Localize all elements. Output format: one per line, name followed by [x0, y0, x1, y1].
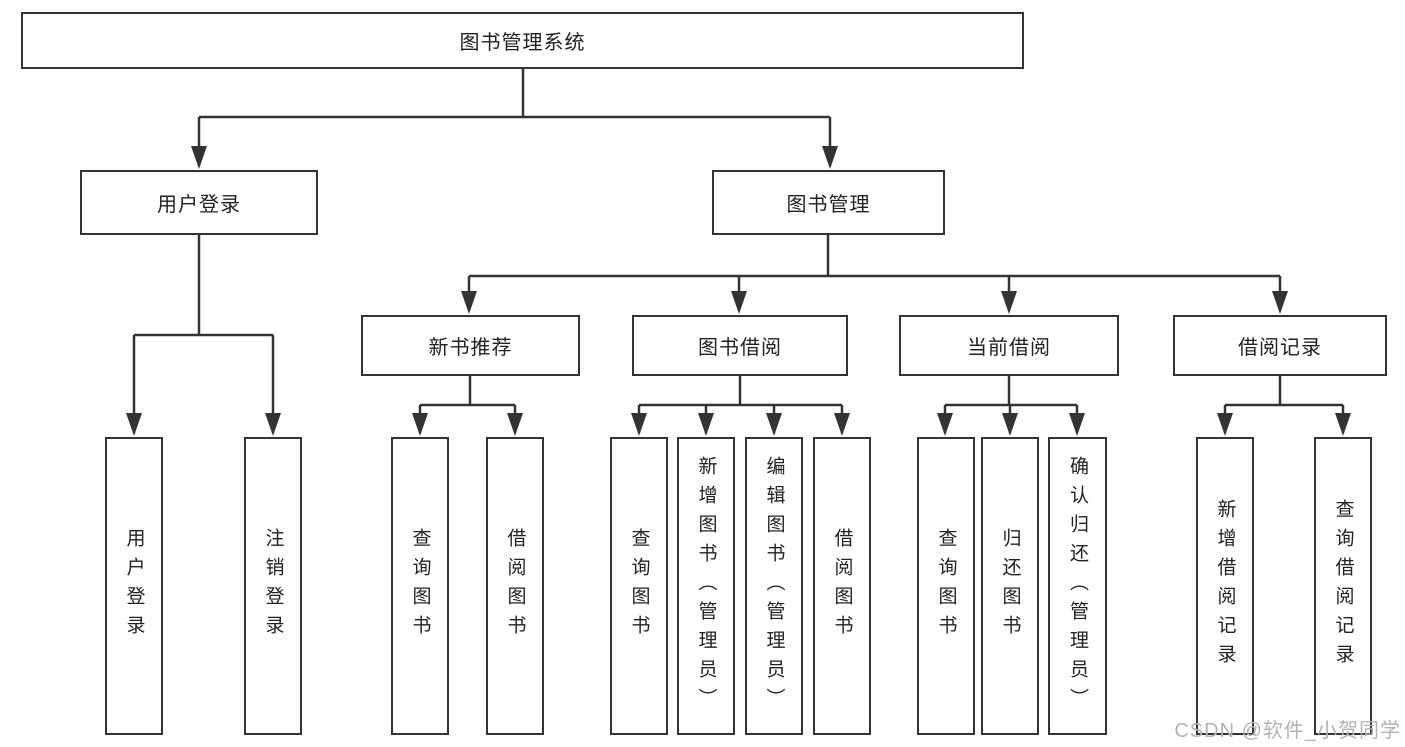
leaf-current-confirm-return-admin: 确认归还（管理员）: [1048, 437, 1107, 735]
leaf-current-return-books-label: 归还图书: [999, 528, 1021, 644]
leaf-user-login: 用户登录: [105, 437, 163, 735]
node-user-login-branch: 用户登录: [80, 170, 318, 235]
node-new-book-recommend: 新书推荐: [361, 315, 580, 376]
leaf-current-query-books: 查询图书: [917, 437, 975, 735]
arrowheads: [126, 146, 1351, 436]
leaf-records-query-record-label: 查询借阅记录: [1332, 499, 1354, 673]
leaf-borrow-add-books-admin: 新增图书（管理员）: [677, 437, 735, 735]
leaf-user-login-label: 用户登录: [123, 528, 145, 644]
leaf-current-query-books-label: 查询图书: [935, 528, 957, 644]
leaf-logout-label: 注销登录: [262, 528, 284, 644]
node-root-system: 图书管理系统: [21, 12, 1024, 69]
csdn-watermark: CSDN @软件_小贺同学: [1174, 720, 1401, 742]
leaf-newbook-query-books-label: 查询图书: [409, 528, 431, 644]
leaf-borrow-edit-books-admin-label: 编辑图书（管理员）: [763, 455, 785, 717]
leaf-borrow-add-books-admin-label: 新增图书（管理员）: [695, 455, 717, 717]
leaf-newbook-query-books: 查询图书: [391, 437, 449, 735]
leaf-newbook-borrow-books-label: 借阅图书: [504, 528, 526, 644]
leaf-borrow-edit-books-admin: 编辑图书（管理员）: [745, 437, 803, 735]
node-book-management-branch: 图书管理: [712, 170, 945, 235]
node-borrow-records: 借阅记录: [1173, 315, 1387, 376]
node-current-borrow: 当前借阅: [899, 315, 1119, 376]
leaf-current-confirm-return-admin-label: 确认归还（管理员）: [1067, 455, 1088, 717]
leaf-records-add-record-label: 新增借阅记录: [1214, 499, 1236, 673]
leaf-borrow-query-books: 查询图书: [610, 437, 668, 735]
leaf-records-add-record: 新增借阅记录: [1196, 437, 1254, 735]
leaf-current-return-books: 归还图书: [981, 437, 1039, 735]
leaf-records-query-record: 查询借阅记录: [1314, 437, 1372, 735]
leaf-logout: 注销登录: [244, 437, 302, 735]
connector-segments: [132, 68, 1345, 433]
leaf-borrow-borrow-books: 借阅图书: [813, 437, 871, 735]
leaf-borrow-borrow-books-label: 借阅图书: [831, 528, 853, 644]
node-book-borrow: 图书借阅: [632, 315, 848, 376]
leaf-borrow-query-books-label: 查询图书: [628, 528, 650, 644]
leaf-newbook-borrow-books: 借阅图书: [486, 437, 544, 735]
